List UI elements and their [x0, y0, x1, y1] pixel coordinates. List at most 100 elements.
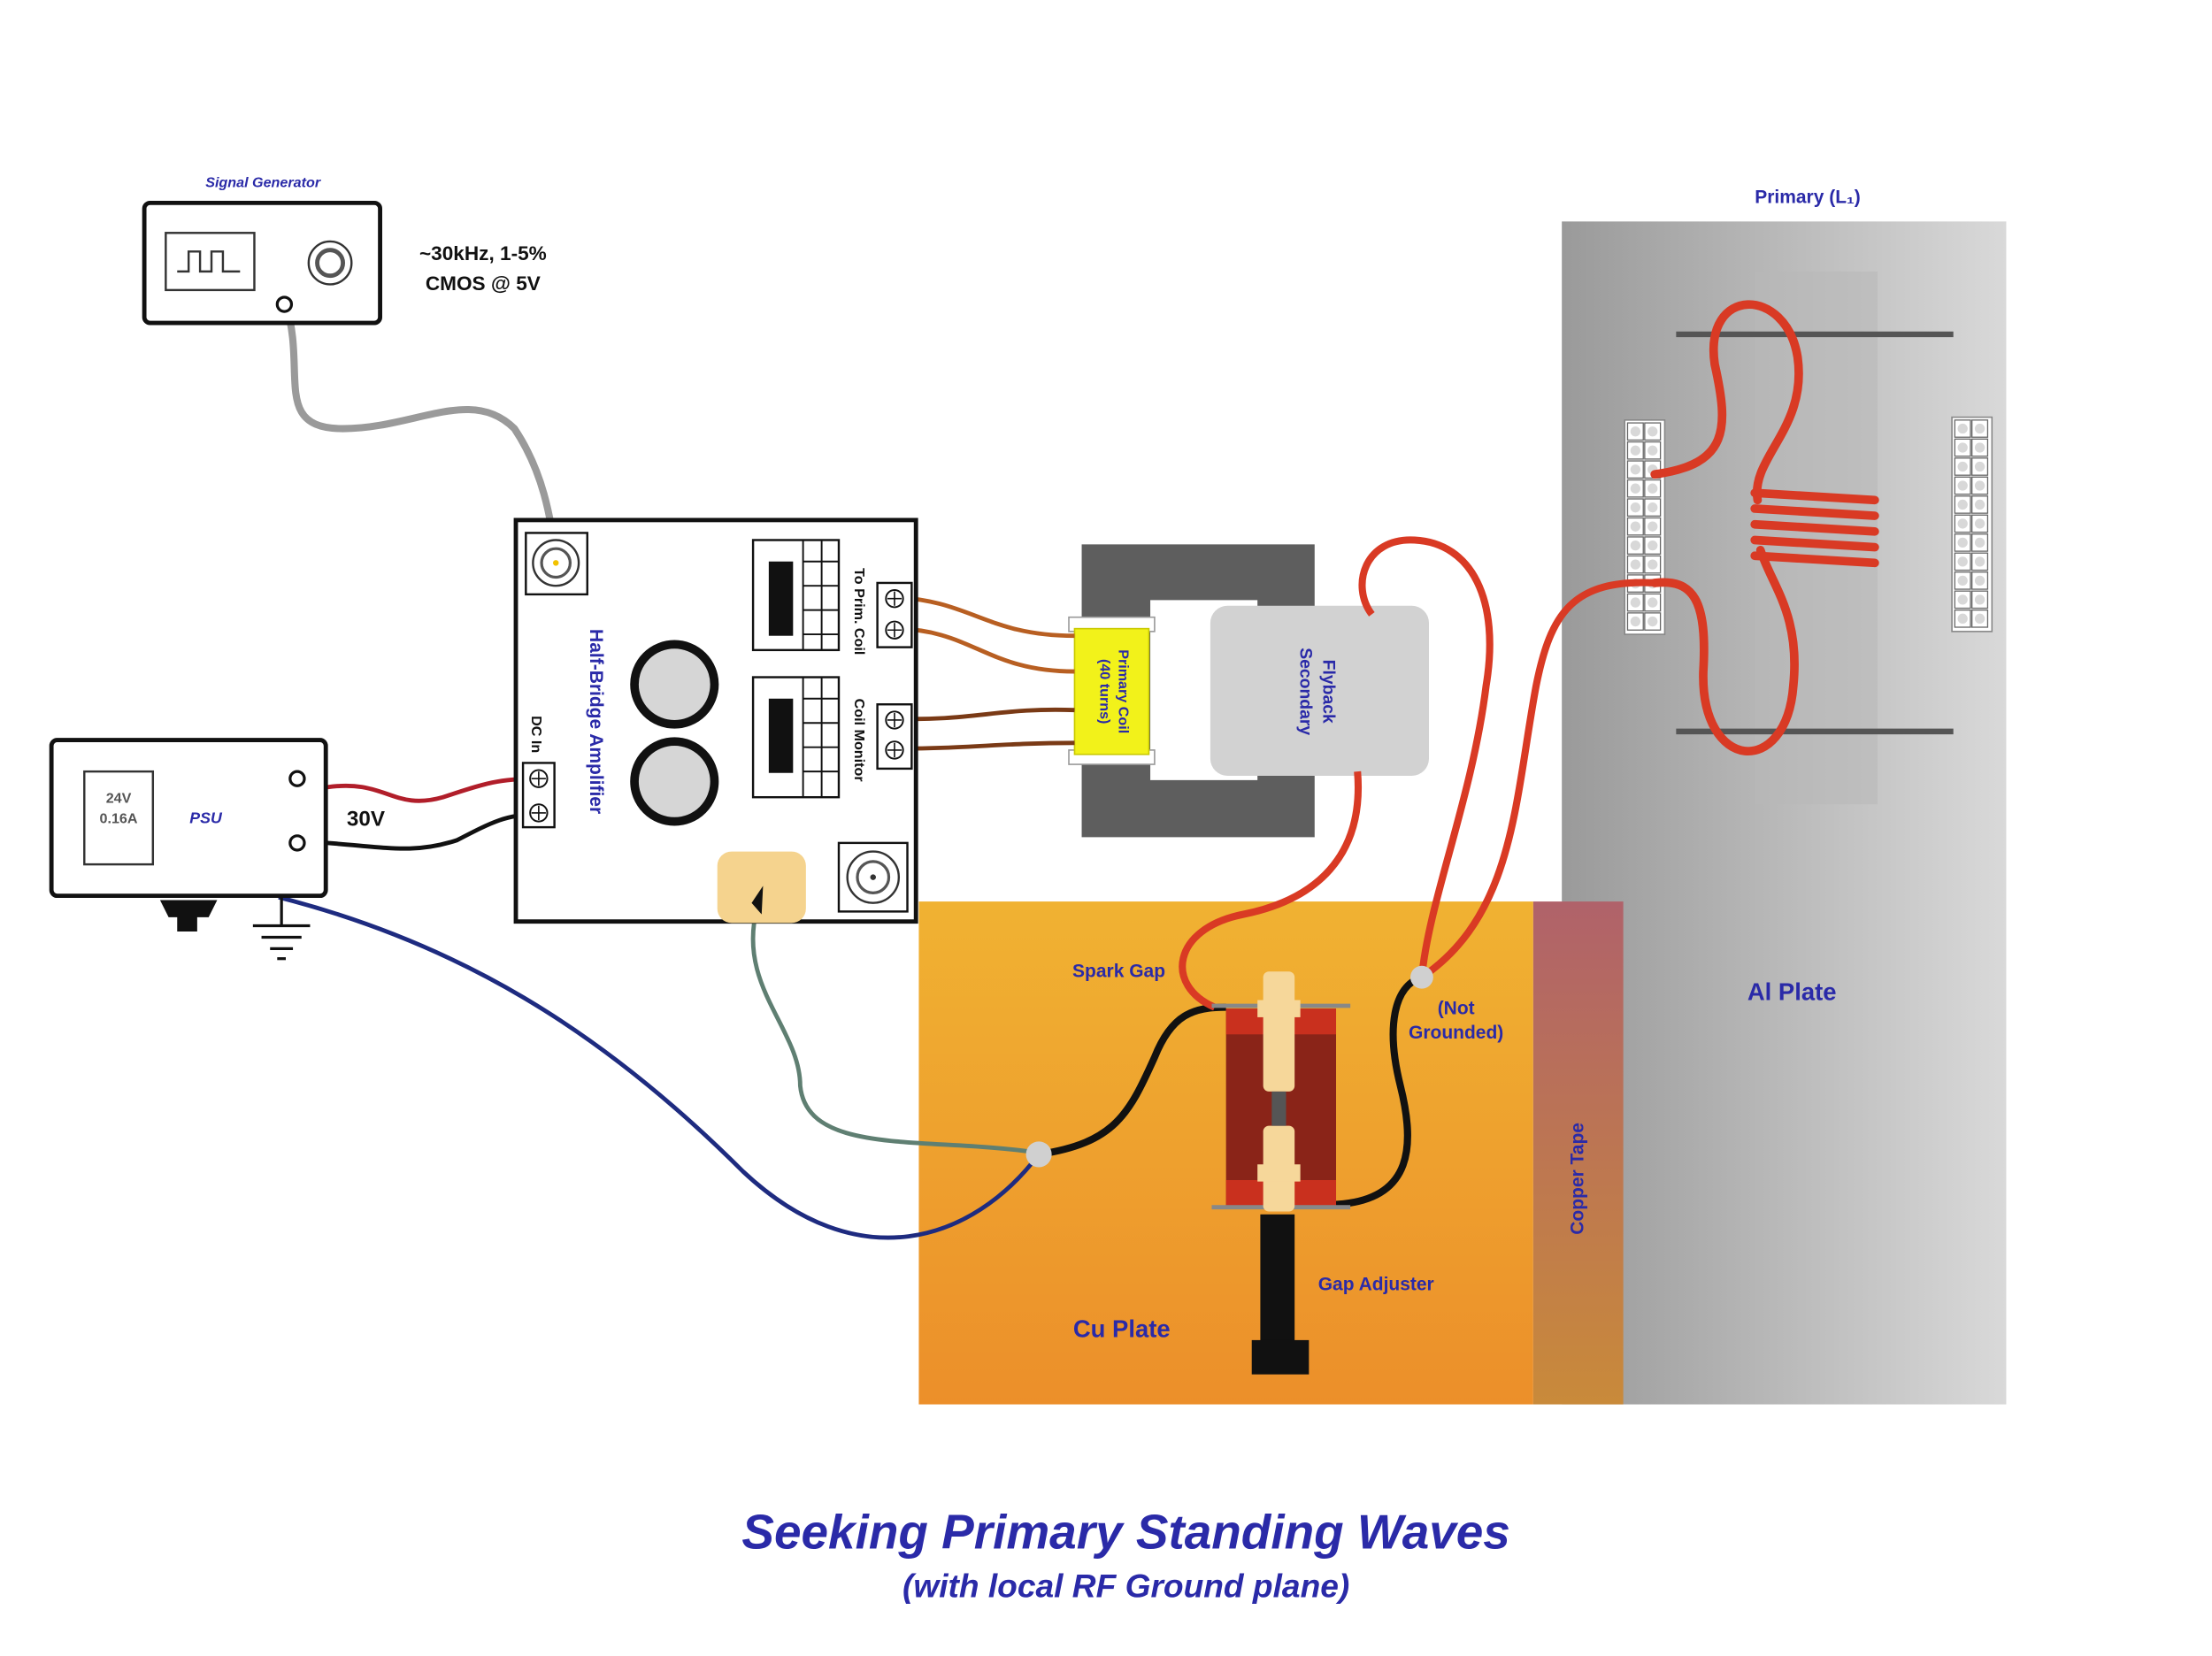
prim-coil-wire-1 — [893, 594, 1075, 639]
square-wave-icon — [177, 250, 241, 273]
terminal-screw — [1957, 594, 1968, 605]
primary-l1-label: Primary (L₁) — [1755, 187, 1860, 207]
spark-gap-wire-right — [1335, 973, 1424, 1208]
terminal-screw — [1957, 480, 1968, 491]
signal-note-line1: ~30kHz, 1-5% — [419, 242, 547, 264]
output-transformer-2 — [751, 676, 841, 799]
terminal-screw — [1974, 499, 1985, 510]
copper-tape-label: Copper Tape — [1567, 1123, 1587, 1235]
flyback-secondary: Flyback Secondary — [1210, 605, 1429, 776]
primary-coil-label-line1: Primary Coil — [1116, 649, 1132, 733]
amplifier-label: Half-Bridge Amplifier — [586, 629, 606, 814]
terminal-screw — [1974, 423, 1985, 434]
probe-clip-icon — [717, 851, 806, 924]
monitor-wire-1 — [893, 707, 1075, 722]
terminal-screw — [1974, 613, 1985, 624]
terminal-screw — [1630, 540, 1641, 551]
terminal-screw — [1974, 461, 1985, 472]
terminal-screw — [1647, 559, 1658, 570]
terminal-screw — [1957, 442, 1968, 453]
psu-rating-line1: 24V — [106, 791, 132, 807]
caption-subtitle: (with local RF Ground plane) — [902, 1568, 1349, 1605]
terminal-screw — [1647, 483, 1658, 494]
terminal-screw — [1630, 597, 1641, 608]
terminal-screw — [1630, 559, 1641, 570]
signal-note-line2: CMOS @ 5V — [426, 272, 541, 295]
caption-title: Seeking Primary Standing Waves — [741, 1505, 1509, 1560]
psu-positive-terminal — [288, 770, 306, 787]
terminal-screw — [1974, 575, 1985, 586]
flyback-label-line2: Secondary — [1296, 648, 1316, 735]
junction-ground — [1025, 1141, 1052, 1168]
terminal-screw — [1647, 426, 1658, 437]
terminal-screw — [1974, 594, 1985, 605]
terminal-screw — [1630, 483, 1641, 494]
junction-hv — [1409, 965, 1433, 989]
terminal-screw — [1630, 445, 1641, 456]
terminal-screw — [1974, 442, 1985, 453]
not-grounded-label-line1: (Not — [1438, 999, 1475, 1019]
signal-output-jack — [275, 295, 294, 313]
terminal-strip-left — [1624, 419, 1666, 635]
coil-monitor-label: Coil Monitor — [851, 699, 867, 783]
prim-coil-terminal — [876, 581, 913, 648]
terminal-screw — [1630, 426, 1641, 437]
psu-plug-icon — [159, 900, 218, 932]
terminal-screw — [1630, 464, 1641, 475]
terminal-screw — [1630, 616, 1641, 627]
cu-plate-label: Cu Plate — [1073, 1315, 1171, 1343]
terminal-screw — [1957, 575, 1968, 586]
dc-in-label: DC In — [528, 716, 544, 753]
terminal-screw — [1957, 537, 1968, 548]
signal-cable — [281, 300, 561, 568]
terminal-screw — [1957, 556, 1968, 567]
capacitor-1 — [630, 640, 719, 729]
terminal-screw — [1957, 499, 1968, 510]
terminal-screw — [1974, 556, 1985, 567]
psu-label: PSU — [189, 809, 223, 826]
primary-coil: Primary Coil (40 turns) — [1068, 616, 1156, 765]
not-grounded-label-line2: Grounded) — [1409, 1023, 1503, 1043]
terminal-screw — [1974, 518, 1985, 529]
terminal-screw — [1957, 613, 1968, 624]
terminal-screw — [1957, 423, 1968, 434]
primary-coil-l1 — [1650, 300, 1879, 755]
psu-output-voltage: 30V — [347, 808, 385, 832]
coil-monitor-terminal — [876, 703, 913, 770]
signal-generator-title: Signal Generator — [205, 175, 321, 191]
ground-wire — [278, 894, 1041, 1240]
terminal-screw — [1974, 537, 1985, 548]
spark-gap-wire-left — [1038, 1003, 1226, 1158]
half-bridge-amplifier: Half-Bridge Amplifier DC In To Prim. Coi… — [513, 518, 918, 924]
gap-adjuster-label: Gap Adjuster — [1318, 1274, 1434, 1294]
terminal-screw — [1957, 461, 1968, 472]
psu-rating-plate — [83, 770, 155, 866]
terminal-screw — [1647, 502, 1658, 513]
terminal-screw — [1647, 540, 1658, 551]
terminal-screw — [1647, 445, 1658, 456]
monitor-wire-2 — [893, 740, 1075, 751]
ground-symbol-icon — [252, 897, 311, 961]
terminal-screw — [1647, 597, 1658, 608]
capacitor-2 — [630, 737, 719, 826]
hv-wire-flyback — [1179, 770, 1363, 1011]
hv-wire-primary — [1419, 579, 1655, 981]
psu-rating-line2: 0.16A — [100, 810, 138, 826]
signal-generator-display — [165, 232, 256, 292]
signal-generator: Signal Generator ~30kHz, 1-5% CMOS @ 5V — [142, 175, 547, 326]
hv-wire-flyback-return — [1358, 536, 1494, 978]
bnc-input-icon — [525, 532, 588, 596]
psu: 24V 0.16A PSU 30V — [49, 738, 385, 961]
al-plate: Al Plate — [1562, 221, 2007, 1405]
spark-gap-label: Spark Gap — [1072, 962, 1165, 982]
terminal-screw — [1630, 521, 1641, 532]
terminal-screw — [1957, 518, 1968, 529]
prim-coil-wire-2 — [893, 626, 1075, 674]
copper-tape: Copper Tape — [1532, 901, 1624, 1405]
psu-negative-wire — [326, 812, 538, 851]
psu-positive-wire — [326, 776, 538, 803]
spark-gap: Spark Gap Gap Adjuster — [1072, 962, 1434, 1375]
output-transformer-1 — [751, 539, 841, 652]
primary-coil-label-line2: (40 turns) — [1097, 659, 1113, 724]
flyback-label-line1: Flyback — [1318, 660, 1338, 724]
